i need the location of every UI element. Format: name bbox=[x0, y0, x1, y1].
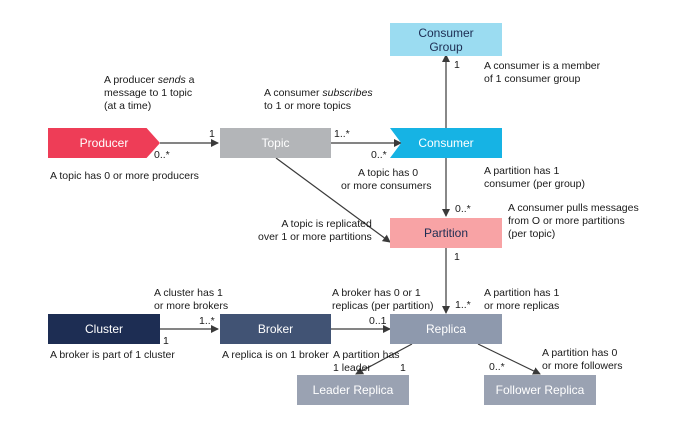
note-consumer-pulls: A consumer pulls messages from O or more… bbox=[508, 202, 639, 241]
mult-replica-leader: 1 bbox=[400, 362, 406, 374]
note-topic-replicated-b: over 1 or more partitions bbox=[258, 231, 372, 243]
note-topic-replicated: A topic is replicated over 1 or more par… bbox=[258, 218, 372, 244]
consumer-group-box: Consumer Group bbox=[390, 23, 502, 56]
mult-cluster-broker-src: 1 bbox=[163, 335, 169, 347]
topic-partition-arrow bbox=[275, 157, 391, 243]
note-partition-leader-a: A partition has bbox=[333, 349, 400, 361]
note-producer-sends: A producer sends a message to 1 topic (a… bbox=[104, 74, 195, 113]
note-consumer-subscribes-a: A consumer bbox=[264, 87, 323, 99]
cluster-box: Cluster bbox=[48, 314, 160, 344]
note-partition-replicas-b: or more replicas bbox=[484, 300, 560, 312]
consumer-group-label-2: Group bbox=[429, 39, 463, 54]
mult-partition-replica-src: 1 bbox=[454, 251, 460, 263]
note-partition-followers: A partition has 0 or more followers bbox=[542, 347, 623, 373]
partition-box: Partition bbox=[390, 218, 502, 248]
topic-box: Topic bbox=[220, 128, 331, 158]
leader-replica-label: Leader Replica bbox=[312, 383, 394, 397]
topic-label: Topic bbox=[261, 136, 290, 150]
note-consumer-pulls-a: A consumer pulls messages bbox=[508, 202, 639, 214]
note-topic-replicated-a: A topic is replicated bbox=[281, 218, 372, 230]
note-consumer-member-b: of 1 consumer group bbox=[484, 73, 581, 85]
note-consumer-subscribes-em: subscribes bbox=[322, 87, 373, 99]
mult-topic-consumer-src: 1..* bbox=[334, 128, 350, 140]
note-producer-sends-em: sends bbox=[157, 74, 186, 86]
follower-replica-label: Follower Replica bbox=[495, 383, 585, 397]
replica-follower-arrow bbox=[477, 343, 541, 375]
consumer-group-label-1: Consumer bbox=[418, 25, 474, 40]
note-partition-consumer: A partition has 1 consumer (per group) bbox=[484, 165, 585, 191]
note-broker-replicas: A broker has 0 or 1 replicas (per partit… bbox=[332, 287, 434, 313]
note-broker-cluster: A broker is part of 1 cluster bbox=[50, 349, 175, 362]
mult-consumer-group: 1 bbox=[454, 59, 460, 71]
note-consumer-member: A consumer is a member of 1 consumer gro… bbox=[484, 60, 600, 86]
consumer-box: Consumer bbox=[390, 128, 502, 158]
note-topic-consumers: A topic has 0 or more consumers bbox=[341, 167, 431, 193]
note-producer-sends-c: message to 1 topic bbox=[104, 87, 193, 99]
note-topic-producers: A topic has 0 or more producers bbox=[50, 170, 199, 183]
note-cluster-brokers: A cluster has 1 or more brokers bbox=[154, 287, 228, 313]
note-cluster-brokers-a: A cluster has 1 bbox=[154, 287, 223, 299]
mult-producer-topic-src: 0..* bbox=[154, 149, 170, 161]
note-broker-cluster-a: A broker is part of 1 cluster bbox=[50, 349, 175, 361]
note-partition-followers-a: A partition has 0 bbox=[542, 347, 618, 359]
mult-topic-consumer-dst: 0..* bbox=[371, 149, 387, 161]
note-consumer-subscribes: A consumer subscribes to 1 or more topic… bbox=[264, 87, 373, 113]
partition-label: Partition bbox=[423, 226, 469, 240]
producer-label: Producer bbox=[79, 136, 129, 150]
broker-box: Broker bbox=[220, 314, 331, 344]
note-replica-broker: A replica is on 1 broker bbox=[222, 349, 329, 362]
note-consumer-member-a: A consumer is a member bbox=[484, 60, 601, 72]
producer-box: Producer bbox=[48, 128, 160, 158]
note-consumer-pulls-c: (per topic) bbox=[508, 228, 556, 240]
note-topic-consumers-a: A topic has 0 bbox=[358, 167, 419, 179]
replica-leader-arrow bbox=[355, 343, 413, 375]
note-topic-producers-a: A topic has 0 or more producers bbox=[50, 170, 199, 182]
mult-broker-replica: 0..1 bbox=[369, 315, 387, 327]
note-partition-replicas-a: A partition has 1 bbox=[484, 287, 560, 299]
replica-box: Replica bbox=[390, 314, 502, 344]
note-consumer-subscribes-b: to 1 or more topics bbox=[264, 100, 351, 112]
note-partition-consumer-a: A partition has 1 bbox=[484, 165, 560, 177]
broker-label: Broker bbox=[257, 322, 294, 336]
note-partition-leader: A partition has 1 leader bbox=[333, 349, 400, 375]
note-partition-replicas: A partition has 1 or more replicas bbox=[484, 287, 559, 313]
mult-consumer-partition: 0..* bbox=[455, 203, 471, 215]
note-cluster-brokers-b: or more brokers bbox=[154, 300, 229, 312]
mult-partition-replica-dst: 1..* bbox=[455, 299, 471, 311]
mult-producer-topic-dst: 1 bbox=[209, 128, 215, 140]
note-consumer-pulls-b: from O or more partitions bbox=[508, 215, 625, 227]
note-partition-consumer-b: consumer (per group) bbox=[484, 178, 585, 190]
mult-cluster-broker-dst: 1..* bbox=[199, 315, 215, 327]
note-producer-sends-b: a bbox=[185, 74, 195, 86]
note-topic-consumers-b: or more consumers bbox=[341, 180, 432, 192]
note-producer-sends-d: (at a time) bbox=[104, 100, 152, 112]
note-producer-sends-a: A producer bbox=[104, 74, 158, 86]
mult-replica-follower: 0..* bbox=[489, 361, 505, 373]
note-broker-replicas-b: replicas (per partition) bbox=[332, 300, 434, 312]
note-broker-replicas-a: A broker has 0 or 1 bbox=[332, 287, 421, 299]
note-replica-broker-a: A replica is on 1 broker bbox=[222, 349, 329, 361]
leader-replica-box: Leader Replica bbox=[297, 375, 409, 405]
consumer-label: Consumer bbox=[418, 136, 474, 150]
replica-label: Replica bbox=[425, 322, 467, 336]
follower-replica-box: Follower Replica bbox=[484, 375, 596, 405]
note-partition-leader-b: 1 leader bbox=[333, 362, 371, 374]
cluster-label: Cluster bbox=[84, 322, 123, 336]
note-partition-followers-b: or more followers bbox=[542, 360, 623, 372]
